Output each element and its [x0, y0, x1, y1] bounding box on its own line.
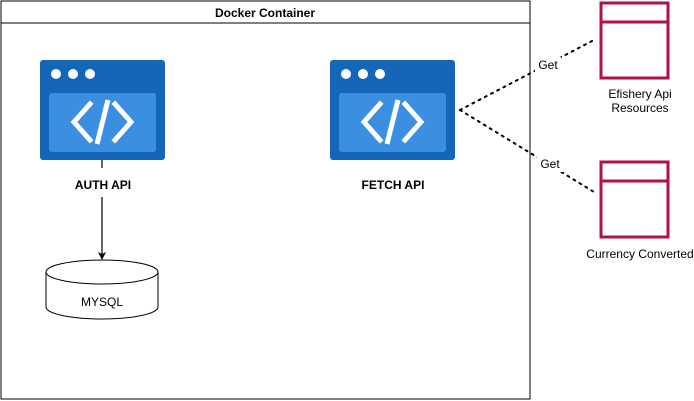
window-frame-icon: [599, 1, 670, 80]
code-window-icon: [330, 60, 455, 160]
database-cylinder-icon: [45, 259, 159, 320]
mysql-label: MYSQL: [81, 295, 123, 309]
auth-api-node[interactable]: AUTH API: [40, 60, 165, 192]
get-top-label-bg: [535, 57, 561, 73]
code-window-icon: [40, 60, 165, 160]
get-bottom-label: Get: [540, 157, 560, 171]
fetch-to-currency-edge: [459, 109, 595, 193]
currency-node[interactable]: Currency Converted: [586, 160, 694, 261]
mysql-node[interactable]: MYSQL: [45, 259, 159, 320]
container-title: Docker Container: [215, 6, 315, 20]
fetch-api-node[interactable]: FETCH API: [330, 60, 455, 192]
efishery-label-line2: Resources: [611, 101, 668, 115]
efishery-node[interactable]: Efishery Api Resources: [599, 1, 672, 115]
efishery-label-line1: Efishery Api: [608, 87, 671, 101]
auth-api-label: AUTH API: [75, 178, 131, 192]
fetch-to-efishery-edge: [459, 39, 595, 111]
currency-label: Currency Converted: [586, 247, 693, 261]
get-bottom-label-bg: [537, 156, 563, 172]
fetch-api-label: FETCH API: [362, 178, 425, 192]
get-top-label: Get: [538, 58, 558, 72]
window-frame-icon: [599, 160, 670, 239]
